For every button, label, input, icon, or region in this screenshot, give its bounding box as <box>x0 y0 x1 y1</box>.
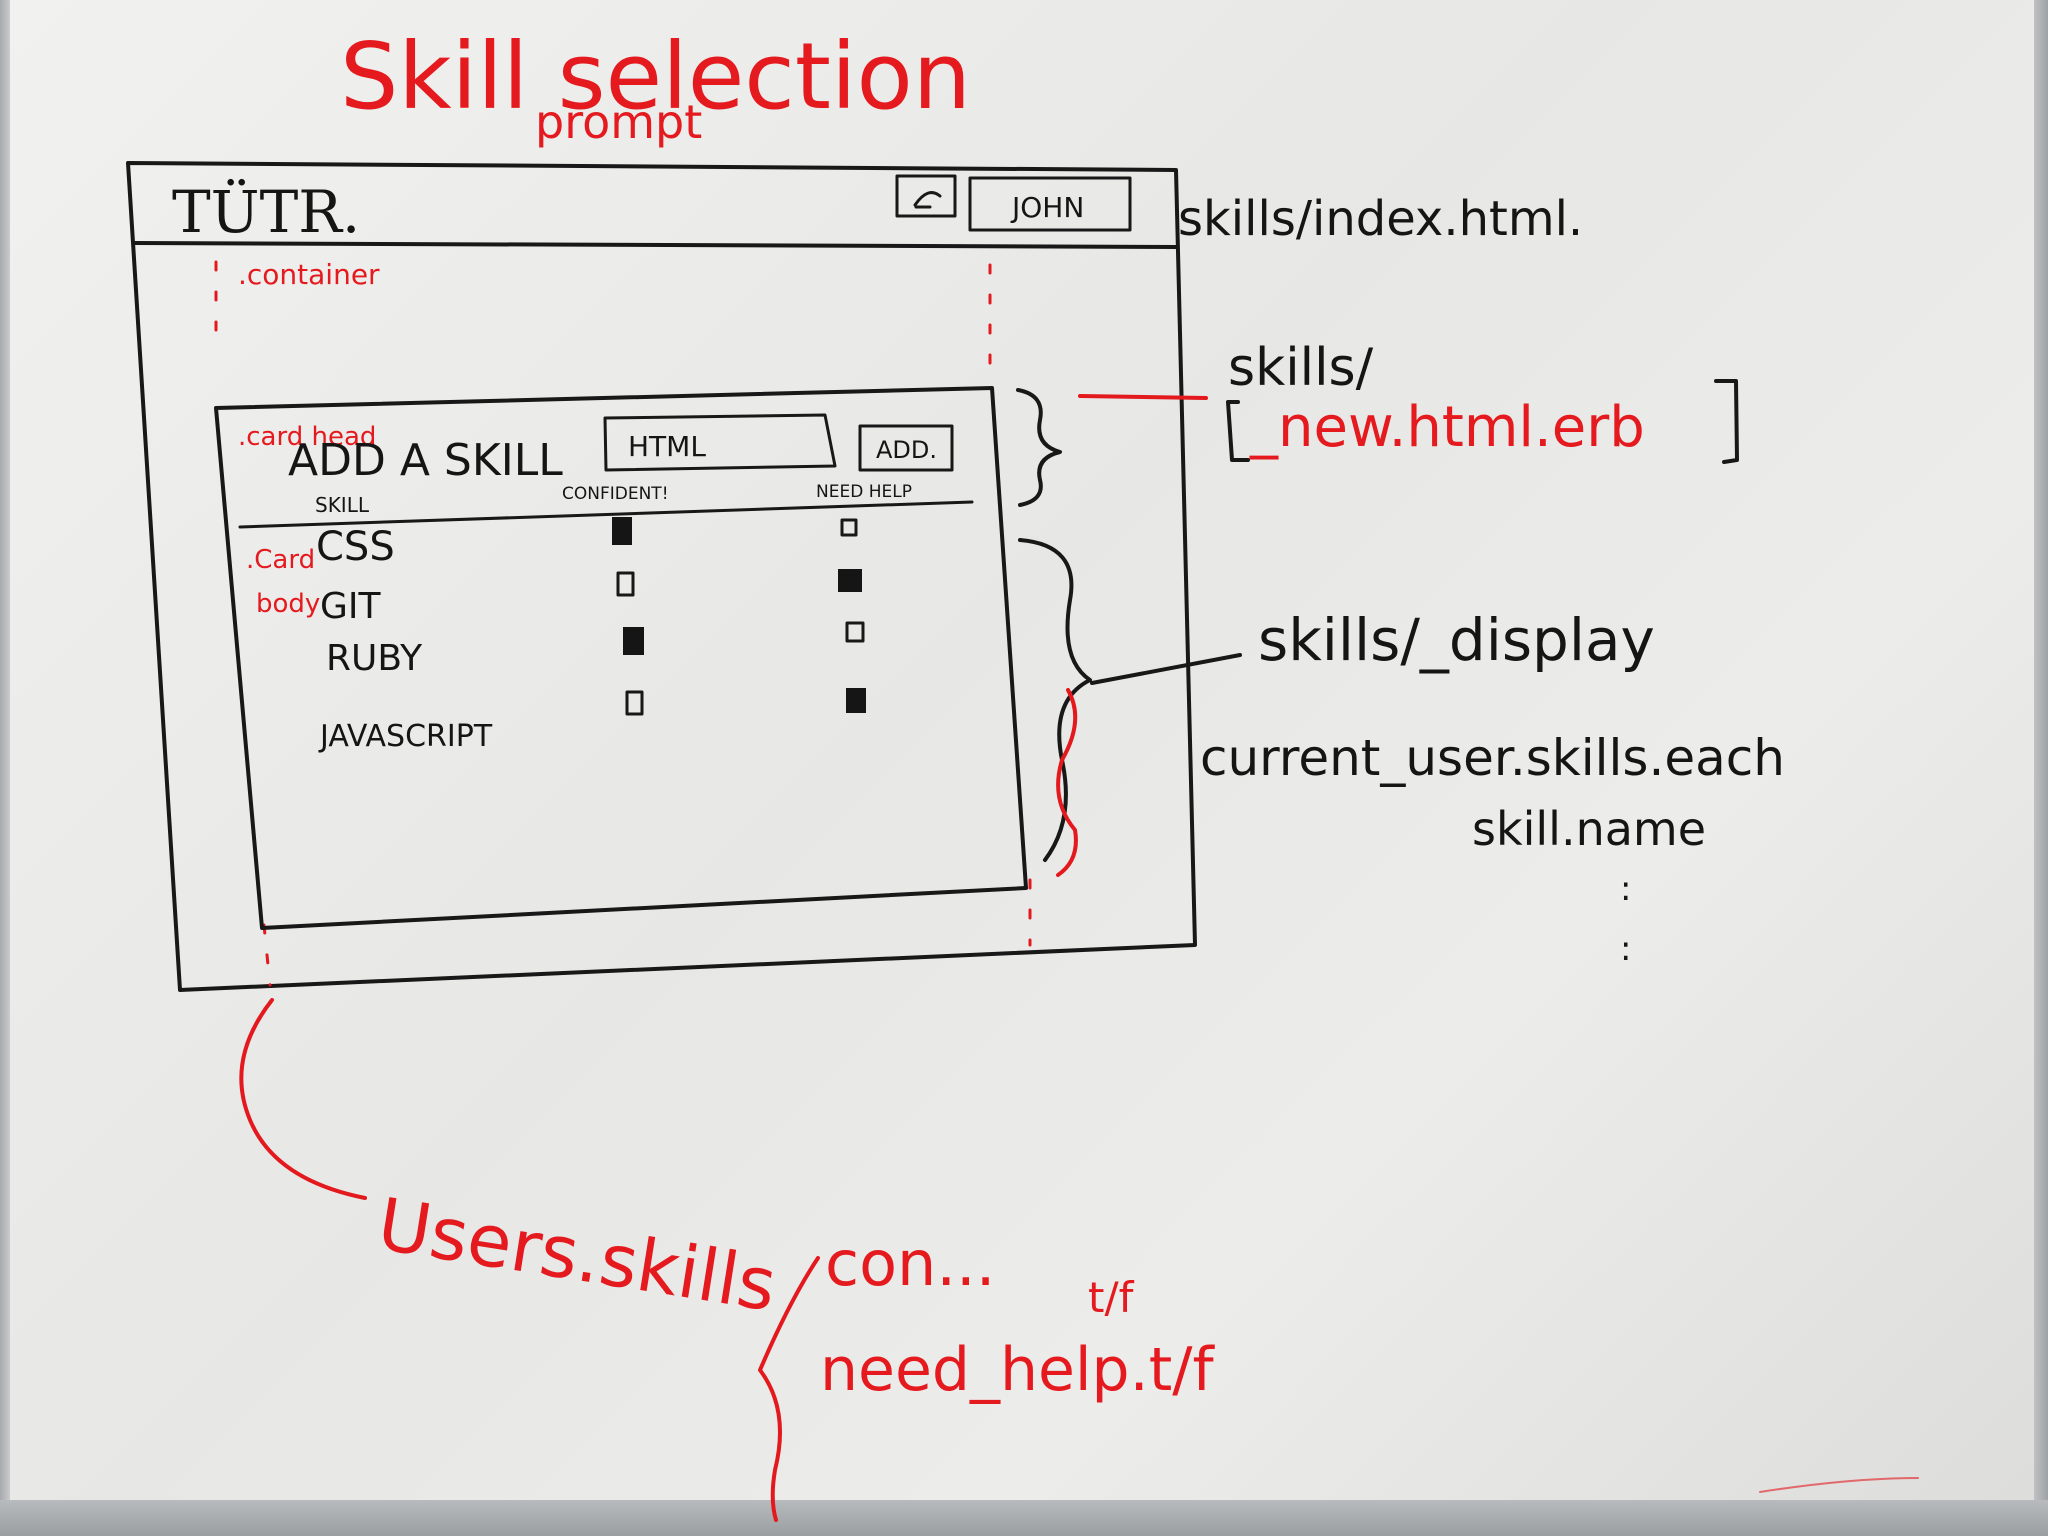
index-file-note: skills/index.html. <box>1178 191 1583 247</box>
container-left-guide-bottom <box>262 923 272 987</box>
card-body-label-2: body <box>256 589 320 619</box>
card-head-brace <box>1016 388 1062 507</box>
need-help-checkbox-checked[interactable] <box>838 569 862 592</box>
users-skills-arrow <box>239 998 367 1200</box>
skill-name: CSS <box>316 524 395 570</box>
con-field-note: con... <box>825 1227 995 1300</box>
logout-icon[interactable] <box>895 174 957 218</box>
red-smudge <box>1759 1477 1919 1493</box>
table-row: GIT <box>320 569 862 627</box>
skill-input[interactable]: HTML <box>628 430 706 463</box>
skills-dir-note: skills/ <box>1228 338 1374 398</box>
add-button[interactable]: ADD. <box>876 436 937 464</box>
user-button-frame[interactable] <box>968 176 1132 232</box>
board-frame-bottom <box>0 1500 2048 1536</box>
fields-brace <box>758 1256 820 1522</box>
card-head-label: .card head <box>238 422 376 452</box>
skill-name: RUBY <box>326 638 423 679</box>
table-row: RUBY <box>326 621 865 679</box>
col-need-help: NEED HELP <box>816 482 912 502</box>
need-help-field-note: need_help.t/f <box>820 1335 1215 1405</box>
col-confident: CONFIDENT! <box>562 484 669 504</box>
display-connector <box>1090 653 1242 685</box>
add-skill-label: ADD A SKILL <box>288 435 563 486</box>
bracket-left <box>1226 400 1250 462</box>
new-partial-note: _new.html.erb <box>1249 395 1645 460</box>
subtitle: prompt <box>535 95 702 149</box>
ellipsis-2: : <box>1620 929 1631 969</box>
confident-checkbox-checked[interactable] <box>612 517 632 545</box>
confident-checkbox[interactable] <box>616 571 635 597</box>
skill-name: JAVASCRIPT <box>318 719 493 754</box>
need-help-checkbox[interactable] <box>840 518 858 537</box>
need-help-checkbox[interactable] <box>845 621 865 643</box>
users-skills-note: Users.skills <box>372 1182 781 1328</box>
table-row: JAVASCRIPT <box>318 688 866 754</box>
add-button-frame[interactable] <box>858 424 954 472</box>
col-skill: SKILL <box>315 493 370 517</box>
user-button[interactable]: JOHN <box>1010 191 1084 224</box>
ellipsis-1: : <box>1620 869 1631 909</box>
table-row: CSS <box>316 517 858 570</box>
need-help-checkbox-checked[interactable] <box>846 688 866 713</box>
skill-name: GIT <box>320 586 382 627</box>
confident-checkbox-checked[interactable] <box>623 627 644 655</box>
card-body-brace <box>1018 538 1092 862</box>
board-frame-left <box>0 0 10 1536</box>
container-label: .container <box>238 258 380 291</box>
loop-note: current_user.skills.each <box>1200 729 1785 787</box>
display-partial-note: skills/_display <box>1258 606 1655 674</box>
card <box>214 386 1028 930</box>
new-partial-connector <box>1078 394 1208 400</box>
skill-name-note: skill.name <box>1472 802 1706 856</box>
card-body-brace-red <box>1056 688 1078 877</box>
board-frame-right <box>2034 0 2048 1536</box>
brand-logo: TÜTR. <box>172 178 360 246</box>
skill-input-frame[interactable] <box>603 413 837 472</box>
mockup-browser-frame <box>126 161 1197 992</box>
bracket-right <box>1714 379 1739 464</box>
title: Skill selection <box>340 23 971 130</box>
header-divider <box>238 500 974 529</box>
card-body-label-1: .Card <box>246 545 315 575</box>
tf-note: t/f <box>1088 1273 1135 1322</box>
confident-checkbox[interactable] <box>625 690 644 716</box>
